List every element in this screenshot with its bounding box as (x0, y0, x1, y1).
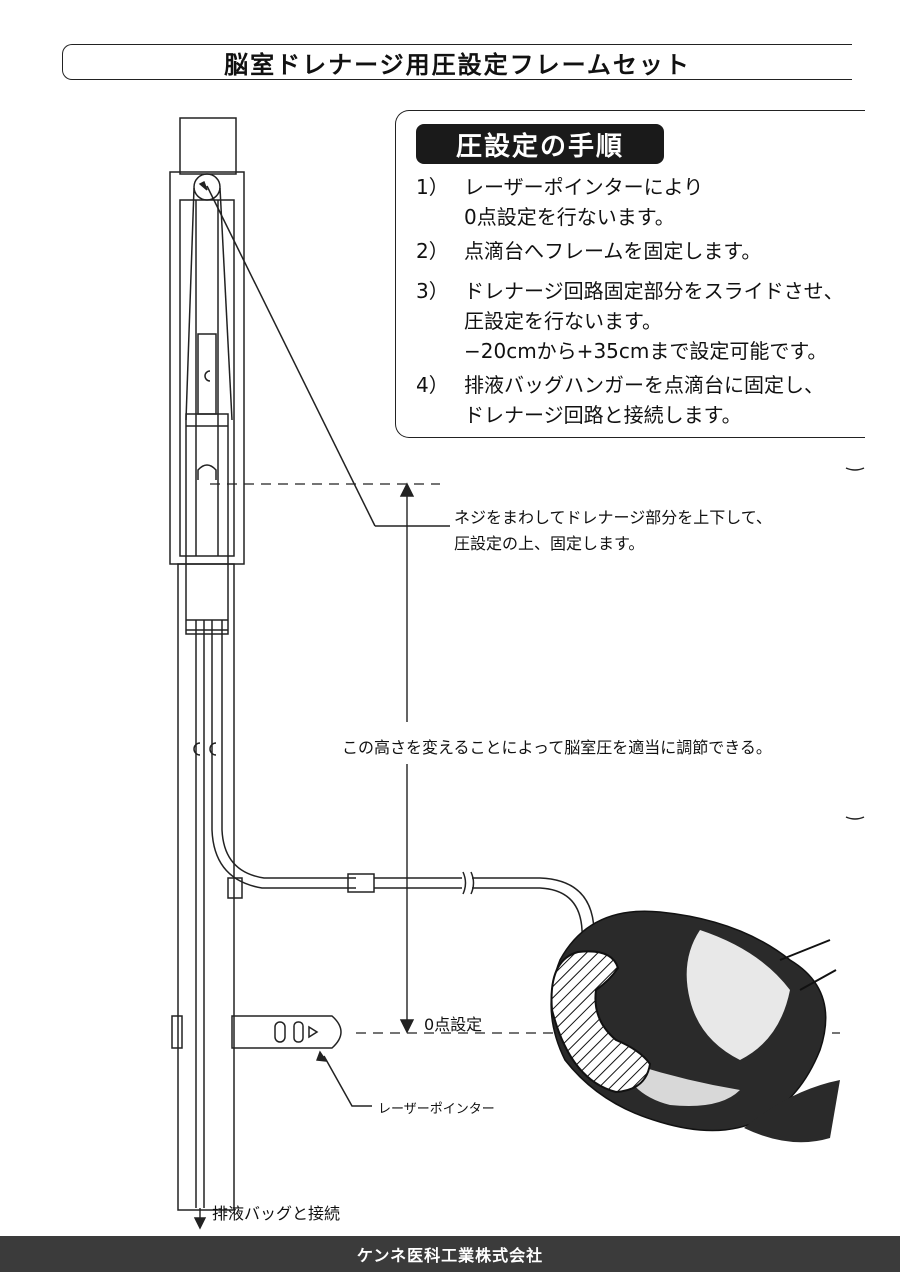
tube-connector (347, 873, 375, 893)
ventricle-cutaway (550, 950, 652, 1094)
procedure-step-2: 2） 点滴台へフレームを固定します。 (416, 239, 762, 263)
drain-bag-label: 排液バッグと接続 (212, 1204, 341, 1223)
frame-upper-housing (169, 171, 245, 565)
procedure-step-1-line-2: 0点設定を行ないます。 (464, 205, 675, 229)
pulley-wheel (193, 173, 221, 201)
slider-block (185, 413, 229, 635)
frame-lower-column (177, 563, 235, 1211)
procedure-step-1: 1） レーザーポインターにより (416, 175, 704, 199)
frame-diagram (169, 117, 865, 1230)
procedure-step-4-line-2: ドレナージ回路と接続します。 (464, 403, 742, 427)
page-title: 脳室ドレナージ用圧設定フレームセット (62, 44, 852, 80)
height-arrow-bottom (399, 1019, 415, 1034)
screw-note-line-1: ネジをまわしてドレナージ部分を上下して、 (454, 508, 772, 527)
procedure-step-3: 3） ドレナージ回路固定部分をスライドさせ、 (416, 279, 844, 303)
company-footer: ケンネ医科工業株式会社 (0, 1236, 900, 1272)
procedure-box (395, 110, 865, 438)
laser-pointer-device (231, 1015, 342, 1049)
laser-pointer-label: レーザーポインター (378, 1102, 495, 1117)
procedure-step-3-line-3: −20cmから+35cmまで設定可能です。 (464, 339, 828, 363)
patient-head-illustration (550, 910, 840, 1143)
procedure-step-3-line-2: 圧設定を行ないます。 (464, 309, 662, 333)
zero-point-label: 0点設定 (424, 1015, 483, 1034)
procedure-heading: 圧設定の手順 (416, 124, 664, 164)
drain-bag-arrow (193, 1217, 207, 1230)
height-arrow-top (399, 482, 415, 497)
screw-note-line-2: 圧設定の上、固定します。 (454, 534, 645, 553)
height-note: この高さを変えることによって脳室圧を適当に調節できる。 (342, 738, 772, 757)
procedure-step-4: 4） 排液バッグハンガーを点滴台に固定し、 (416, 373, 824, 397)
frame-top-cap (179, 117, 237, 175)
